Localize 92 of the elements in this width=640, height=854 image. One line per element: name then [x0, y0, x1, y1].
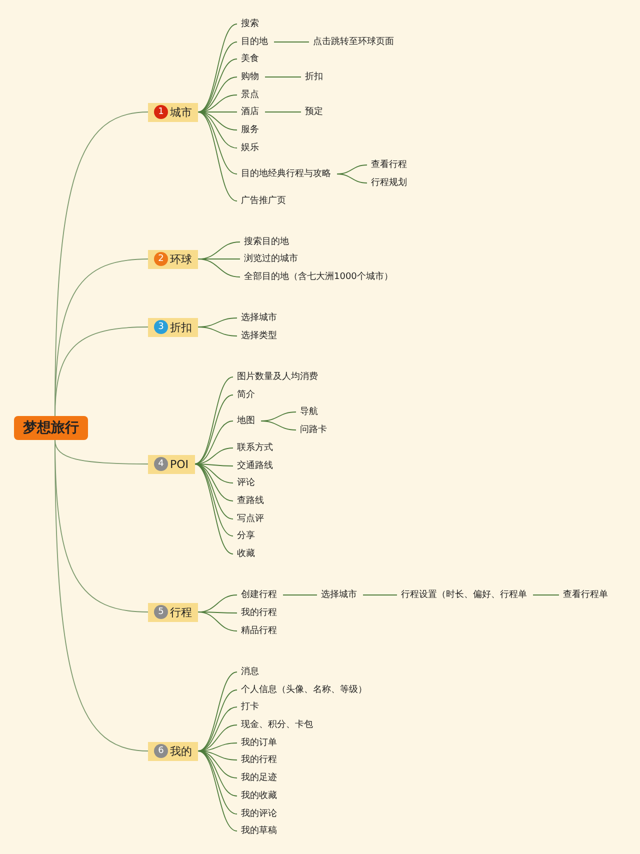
topic-label: 景点: [241, 88, 259, 102]
topic-label: 娱乐: [241, 141, 259, 155]
number-badge: 6: [154, 744, 168, 758]
branch-line: [54, 326, 148, 416]
topic-label: 查路线: [237, 494, 264, 508]
branch-line: [264, 76, 302, 78]
topic-label: 打卡: [241, 700, 259, 714]
number-badge: 2: [154, 252, 168, 266]
topic-label: 联系方式: [237, 441, 273, 455]
number-badge: 1: [154, 105, 168, 119]
branch-line: [194, 420, 234, 464]
branch-line: [282, 594, 318, 596]
topic-label: 行程设置（时长、偏好、行程单: [401, 588, 527, 602]
branch-line: [198, 326, 238, 336]
topic-label: 美食: [241, 52, 259, 66]
branch-line: [532, 594, 560, 596]
topic-label: 查看行程: [371, 158, 407, 172]
number-badge: 5: [154, 605, 168, 619]
topic-label: 酒店: [241, 105, 259, 119]
branch-label: 我的: [170, 744, 192, 760]
branch-box: [148, 102, 198, 122]
branch-label: 折扣: [170, 320, 192, 336]
topic-label: 查看行程单: [563, 588, 608, 602]
branch-line: [336, 174, 368, 184]
branch-label: 城市: [170, 104, 192, 120]
topic-label: 预定: [305, 105, 323, 119]
topic-label: 简介: [237, 388, 255, 402]
topic-label: 图片数量及人均消费: [237, 370, 318, 384]
branch-line: [198, 750, 238, 832]
topic-label: 点击跳转至环球页面: [313, 35, 394, 49]
topic-label: 我的收藏: [241, 789, 277, 803]
branch-line: [198, 750, 238, 814]
topic-label: 收藏: [237, 547, 255, 561]
topic-label: 目的地: [241, 35, 268, 49]
branch-line: [198, 750, 238, 760]
topic-label: 折扣: [305, 70, 323, 84]
topic-label: 广告推广页: [241, 194, 286, 208]
topic-label: 服务: [241, 123, 259, 137]
branch-line: [198, 750, 238, 778]
topic-label: 购物: [241, 70, 259, 84]
topic-label: 我的订单: [241, 736, 277, 750]
topic-label: 评论: [237, 476, 255, 490]
topic-label: 行程规划: [371, 176, 407, 190]
branch-label: 行程: [170, 604, 192, 620]
branch-line: [198, 706, 238, 752]
topic-label: 创建行程: [241, 588, 277, 602]
branch-line: [54, 440, 148, 752]
branch-line: [198, 112, 238, 174]
topic-label: 选择城市: [321, 588, 357, 602]
branch-line: [260, 420, 296, 430]
topic-label: 搜索目的地: [244, 235, 289, 249]
root-box: 梦想旅行: [14, 416, 88, 440]
branch-box: [148, 318, 198, 336]
branch-line: [198, 258, 240, 278]
topic-label: 选择类型: [241, 329, 277, 343]
branch-box: [148, 250, 198, 268]
topic-label: 我的草稿: [241, 824, 277, 838]
branch-line: [198, 612, 238, 632]
number-badge: 3: [154, 320, 168, 334]
branch-box: [148, 454, 195, 474]
topic-label: 现金、积分、卡包: [241, 718, 313, 732]
topic-label: 浏览过的城市: [244, 252, 298, 266]
topic-label: 交通路线: [237, 459, 273, 473]
branch-label: POI: [170, 456, 189, 472]
topic-label: 选择城市: [241, 311, 277, 325]
branch-line: [198, 112, 238, 202]
number-badge: 4: [154, 457, 168, 471]
topic-label: 我的评论: [241, 807, 277, 821]
topic-label: 目的地经典行程与攻略: [241, 167, 331, 181]
topic-label: 全部目的地（含七大洲1000个城市）: [244, 270, 393, 284]
topic-label: 写点评: [237, 512, 264, 526]
topic-label: 搜索: [241, 17, 259, 31]
branch-label: 环球: [170, 252, 192, 268]
topic-label: 我的足迹: [241, 771, 277, 785]
topic-label: 精品行程: [241, 624, 277, 638]
topic-label: 个人信息（头像、名称、等级）: [241, 683, 367, 697]
topic-label: 导航: [300, 405, 318, 419]
branch-line: [194, 376, 234, 464]
branch-line: [362, 594, 398, 596]
branch-box: [148, 602, 198, 622]
branch-line: [198, 24, 238, 112]
branch-line: [194, 464, 234, 536]
topic-label: 问路卡: [300, 423, 327, 437]
topic-label: 我的行程: [241, 753, 277, 767]
branch-line: [198, 76, 238, 112]
topic-label: 我的行程: [241, 606, 277, 620]
topic-label: 消息: [241, 665, 259, 679]
branch-line: [198, 112, 238, 130]
branch-line: [194, 464, 234, 554]
topic-label: 分享: [237, 529, 255, 543]
topic-label: 地图: [237, 414, 255, 428]
branch-box: [148, 742, 198, 760]
